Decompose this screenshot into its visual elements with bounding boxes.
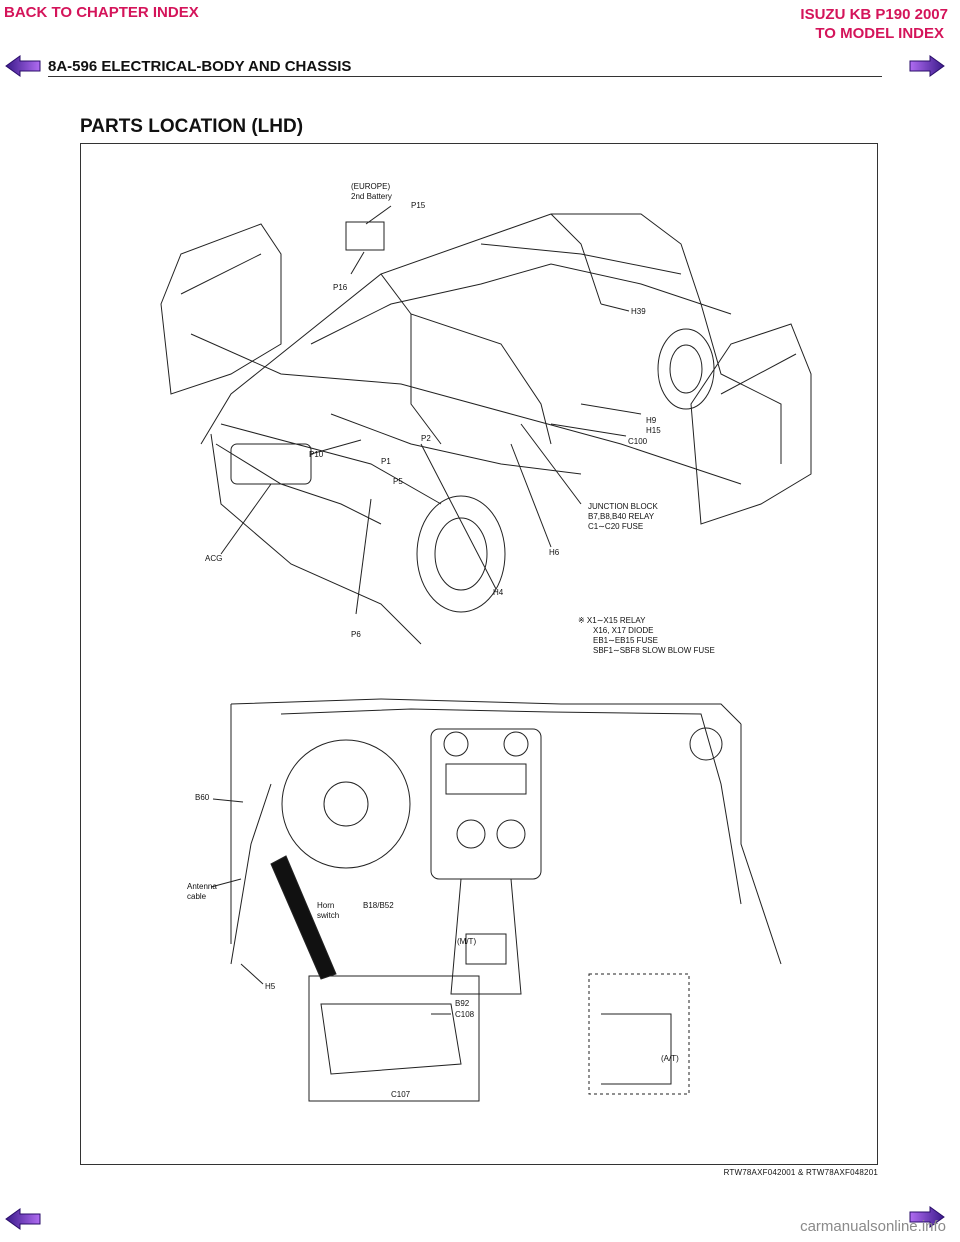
label-horn: Horn [317,901,335,910]
watermark: carmanualsonline.info [800,1218,946,1235]
back-to-chapter-index-link[interactable]: BACK TO CHAPTER INDEX [4,4,199,21]
label-p15: P15 [411,201,426,210]
figure-frame: (EUROPE) 2nd Battery P15 P16 H39 H9 H15 … [80,143,878,1165]
label-h5: H5 [265,982,276,991]
label-antenna: Antenna [187,882,217,891]
label-europe: (EUROPE) [351,182,391,191]
label-junction-block: JUNCTION BLOCK [588,502,658,511]
label-p2: P2 [421,434,431,443]
label-cable: cable [187,892,207,901]
note-relay: ※ X1∼X15 RELAY [578,616,646,625]
section-title: PARTS LOCATION (LHD) [80,116,304,137]
label-b18-b52: B18/B52 [363,901,394,910]
label-p16: P16 [333,283,348,292]
label-relay-list: B7,B8,B40 RELAY [588,512,655,521]
note-diode: X16, X17 DIODE [593,626,654,635]
page-title: 8A-596 ELECTRICAL-BODY AND CHASSIS [48,58,352,75]
header-divider [48,76,882,77]
label-h6: H6 [549,548,560,557]
label-at: (A/T) [661,1054,679,1063]
label-h4: H4 [493,588,504,597]
label-h9: H9 [646,416,657,425]
label-p10: P10 [309,450,324,459]
arrow-left-icon[interactable] [4,1208,42,1230]
label-c100: C100 [628,437,648,446]
label-p5: P5 [393,477,403,486]
note-fuse: EB1∼EB15 FUSE [593,636,658,645]
label-b92: B92 [455,999,470,1008]
label-p1: P1 [381,457,391,466]
note-slow-blow-fuse: SBF1∼SBF8 SLOW BLOW FUSE [593,646,715,655]
arrow-left-icon[interactable] [4,55,42,77]
label-b60: B60 [195,793,210,802]
figure-caption: RTW78AXF042001 & RTW78AXF048201 [723,1168,878,1177]
model-title: ISUZU KB P190 2007 [800,6,948,23]
label-c108: C108 [455,1010,475,1019]
arrow-right-icon[interactable] [908,1206,946,1228]
label-p6: P6 [351,630,361,639]
wiring-diagram-illustration [160,205,812,1102]
label-acg: ACG [205,554,223,563]
label-c107: C107 [391,1090,411,1099]
label-h39: H39 [631,307,646,316]
label-mt: (M/T) [457,937,477,946]
arrow-right-icon[interactable] [908,55,946,77]
to-model-index-link[interactable]: TO MODEL INDEX [815,25,944,42]
label-fuse-list: C1∼C20 FUSE [588,522,644,531]
label-switch: switch [317,911,340,920]
label-h15: H15 [646,426,661,435]
label-2nd-battery: 2nd Battery [351,192,392,201]
